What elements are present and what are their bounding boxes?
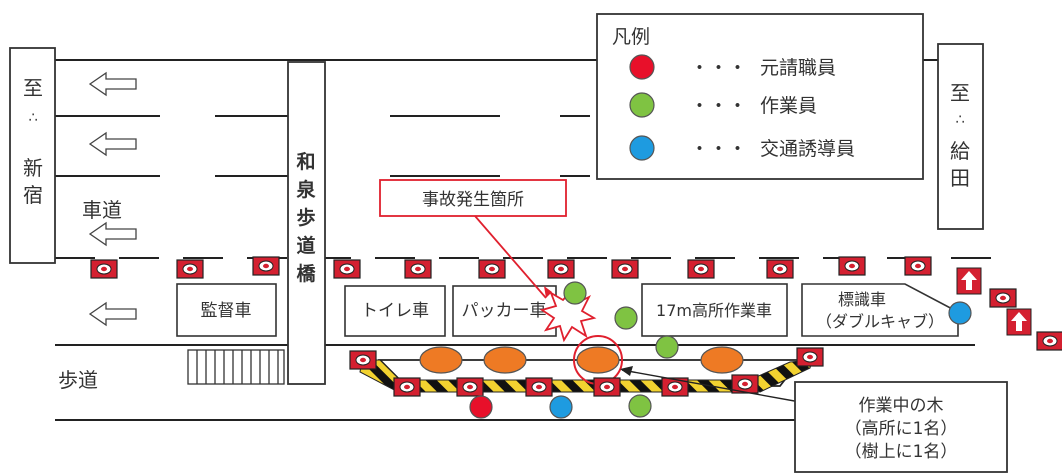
arrow-up-sign-icon: [956, 267, 982, 295]
arrow-left-icon: [89, 222, 137, 246]
left-sign-char: 宿: [23, 183, 43, 207]
bridge-char: 橋: [296, 262, 316, 285]
left-sign-char: 新: [23, 156, 43, 180]
right-sign-char: 至: [950, 81, 970, 105]
vehicle-label: トイレ車: [361, 301, 429, 321]
worker-icon: [655, 335, 679, 359]
trees: [419, 346, 744, 374]
cone-icon: [611, 259, 639, 279]
bridge-char: 泉: [295, 178, 316, 201]
cone-icon: [766, 259, 794, 279]
cone-icon: [333, 259, 361, 279]
sidewalk-label: 歩道: [58, 368, 98, 392]
accident-label: 事故発生箇所: [422, 190, 524, 210]
right-sign-char: 田: [950, 166, 970, 190]
tree-note-line: （樹上に1名）: [845, 442, 958, 462]
prime-contractor-staff-icon: [469, 395, 493, 419]
worker-icon: [628, 394, 652, 418]
legend-dots: ・・・: [690, 138, 747, 160]
worker-icon: [563, 281, 587, 305]
cone-icon: [796, 347, 824, 367]
personnel: [469, 281, 972, 419]
cone-icon: [547, 259, 575, 279]
tree-icon: [419, 346, 463, 374]
cone-icon: [252, 256, 280, 276]
vehicle-label: 監督車: [201, 301, 252, 321]
vehicle-label: パッカー車: [462, 301, 547, 321]
pedestrian-bridge: 和 泉 歩 道 橋: [287, 61, 326, 385]
right-direction-sign: 至 ∴ 給 田: [937, 43, 984, 230]
tree-icon: [700, 346, 744, 374]
cone-icon: [838, 256, 866, 276]
vehicle-supervisor: 監督車: [176, 283, 277, 337]
vehicle-label: 17m高所作業車: [656, 301, 772, 320]
right-sign-char: 給: [950, 139, 970, 163]
cone-icon: [904, 256, 932, 276]
vehicle-label: 標識車: [838, 290, 886, 309]
vehicle-packer: パッカー車: [452, 285, 557, 337]
stairs: [187, 349, 285, 385]
legend-marker-icon: [629, 135, 655, 161]
legend-label: 交通誘導員: [760, 138, 855, 160]
hazard-barrier: [404, 379, 746, 393]
legend-marker-icon: [629, 92, 655, 118]
cone-icon: [393, 377, 421, 397]
vehicle-toilet: トイレ車: [344, 285, 446, 337]
road-label: 車道: [82, 198, 122, 222]
tree-icon: [483, 346, 527, 374]
tree-icon: [576, 346, 620, 374]
tree-note-line: 作業中の木: [859, 396, 944, 416]
cone-icon: [90, 259, 118, 279]
cone-icon: [525, 377, 553, 397]
cone-icon: [404, 259, 432, 279]
left-direction-sign: 至 ∴ 新 宿: [9, 47, 56, 264]
legend-dots: ・・・: [690, 95, 747, 117]
arrow-left-icon: [89, 72, 137, 96]
tree-note-line: （高所に1名）: [845, 419, 958, 439]
vehicle-sign-truck: 標識車 （ダブルキャブ）: [801, 283, 959, 337]
right-sign-char: ∴: [956, 112, 965, 128]
legend-dots: ・・・: [690, 57, 747, 79]
cone-icon: [349, 350, 377, 370]
arrow-up-sign-icon: [1006, 308, 1032, 336]
vehicle-label: （ダブルキャブ）: [816, 312, 944, 331]
cone-icon: [176, 259, 204, 279]
cone-icon: [593, 377, 621, 397]
bridge-char: 歩: [296, 206, 315, 229]
legend-title: 凡例: [612, 26, 650, 48]
cone-icon: [989, 288, 1017, 308]
legend-marker-icon: [629, 54, 655, 80]
left-sign-char: 至: [23, 76, 43, 100]
cone-icon: [456, 377, 484, 397]
legend-label: 作業員: [760, 95, 817, 117]
bridge-char: 道: [296, 234, 315, 257]
arrow-left-icon: [89, 132, 137, 156]
worker-icon: [614, 306, 638, 330]
cone-icon: [478, 259, 506, 279]
bridge-char: 和: [296, 150, 315, 173]
vehicle-aerial-work: 17m高所作業車: [641, 283, 788, 337]
traffic-guard-icon: [948, 301, 972, 325]
arrow-left-icon: [89, 302, 137, 326]
accident-callout: 事故発生箇所: [379, 179, 567, 299]
legend-label: 元請職員: [760, 57, 836, 79]
tree-note-callout: 作業中の木 （高所に1名） （樹上に1名）: [620, 366, 1008, 473]
legend: 凡例 ・・・ 元請職員 ・・・ 作業員 ・・・ 交通誘導員: [596, 13, 924, 180]
cone-icon: [687, 259, 715, 279]
left-sign-char: ∴: [29, 110, 38, 126]
traffic-guard-icon: [549, 395, 573, 419]
cone-icon: [1036, 331, 1062, 351]
